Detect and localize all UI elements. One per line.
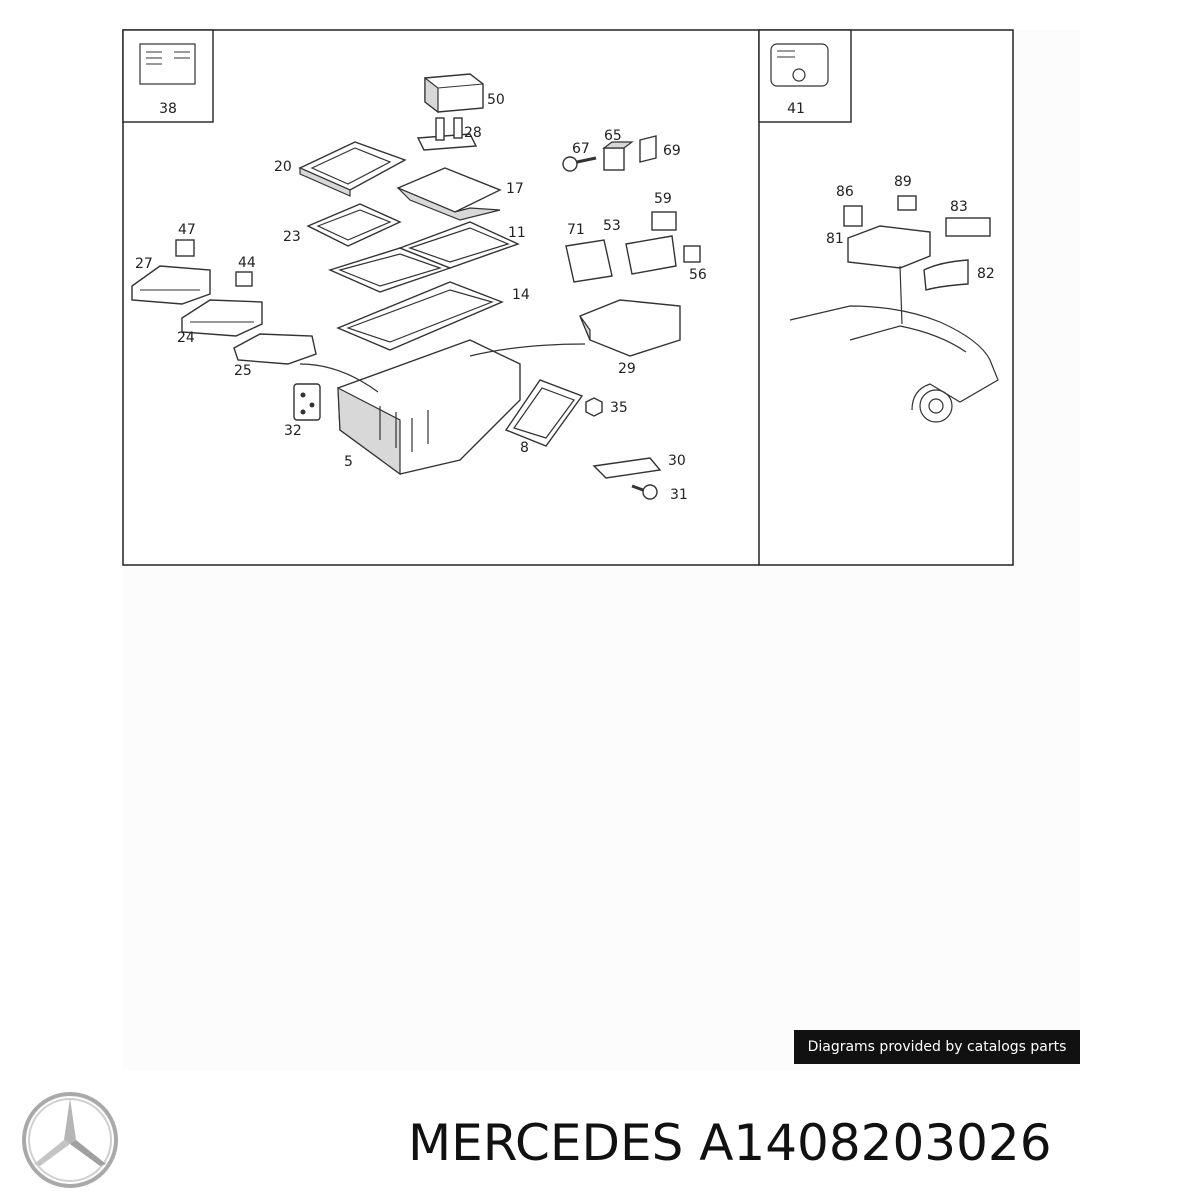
- part-56: [683, 245, 701, 263]
- diagram-frame: [122, 29, 1014, 566]
- part-11-cover: [328, 221, 520, 293]
- inset-41-label: 41: [787, 101, 805, 117]
- inset-38: 38: [122, 29, 214, 123]
- part-32: [293, 383, 321, 421]
- part-31-screw: [631, 484, 658, 500]
- callout-50: 50: [487, 92, 505, 108]
- callout-89: 89: [894, 174, 912, 190]
- part-27: [131, 265, 211, 305]
- car-outline: [789, 265, 999, 423]
- callout-47: 47: [178, 222, 196, 238]
- callout-65: 65: [604, 128, 622, 144]
- callout-86: 86: [836, 184, 854, 200]
- callout-59: 59: [654, 191, 672, 207]
- part-69-bracket: [639, 135, 657, 163]
- callout-30: 30: [668, 453, 686, 469]
- callout-24: 24: [177, 330, 195, 346]
- part-44: [235, 271, 253, 287]
- part-53: [625, 235, 677, 275]
- part-71: [565, 239, 613, 283]
- callout-labels: 50 28 20 17 67 65 69 23 11 47 27 44 71 5…: [135, 92, 995, 503]
- part-89: [897, 195, 917, 211]
- part-82: [923, 259, 969, 291]
- callout-71: 71: [567, 222, 585, 238]
- callout-14: 14: [512, 287, 530, 303]
- callout-29: 29: [618, 361, 636, 377]
- callout-56: 56: [689, 267, 707, 283]
- callout-69: 69: [663, 143, 681, 159]
- callout-8: 8: [520, 440, 529, 456]
- part-47: [175, 239, 195, 257]
- part-29: [579, 299, 681, 357]
- part-14-gasket: [336, 281, 504, 351]
- mercedes-star-logo-icon: [22, 1092, 118, 1188]
- callout-20: 20: [274, 159, 292, 175]
- callout-53: 53: [603, 218, 621, 234]
- callout-32: 32: [284, 423, 302, 439]
- part-35-nut: [585, 397, 603, 417]
- callout-5: 5: [344, 454, 353, 470]
- callout-35: 35: [610, 400, 628, 416]
- part-25: [233, 333, 317, 365]
- part-81: [847, 225, 931, 269]
- callout-17: 17: [506, 181, 524, 197]
- callout-44: 44: [238, 255, 256, 271]
- callout-25: 25: [234, 363, 252, 379]
- callout-83: 83: [950, 199, 968, 215]
- part-86: [843, 205, 863, 227]
- watermark-banner: Diagrams provided by catalogs parts: [794, 1030, 1080, 1064]
- part-83: [945, 217, 991, 237]
- part-30-clip: [592, 457, 662, 479]
- part-24: [181, 299, 263, 337]
- callout-81: 81: [826, 231, 844, 247]
- callout-31: 31: [670, 487, 688, 503]
- callout-67: 67: [572, 141, 590, 157]
- callout-82: 82: [977, 266, 995, 282]
- part-5-box: [299, 339, 586, 476]
- callout-11: 11: [508, 225, 526, 241]
- part-23-frame: [306, 203, 402, 247]
- callout-28: 28: [464, 125, 482, 141]
- part-number-title: MERCEDES A1408203026: [408, 1114, 1052, 1172]
- part-50: [424, 73, 484, 114]
- part-65-relay: [602, 141, 634, 171]
- part-17: [396, 167, 502, 221]
- callout-23: 23: [283, 229, 301, 245]
- part-8-gasket: [504, 379, 584, 447]
- inset-38-label: 38: [159, 101, 177, 117]
- part-28: [416, 117, 478, 151]
- callout-27: 27: [135, 256, 153, 272]
- part-67-screw: [562, 156, 597, 172]
- part-59: [651, 211, 677, 231]
- part-20: [298, 141, 407, 197]
- inset-41: 41: [758, 29, 852, 123]
